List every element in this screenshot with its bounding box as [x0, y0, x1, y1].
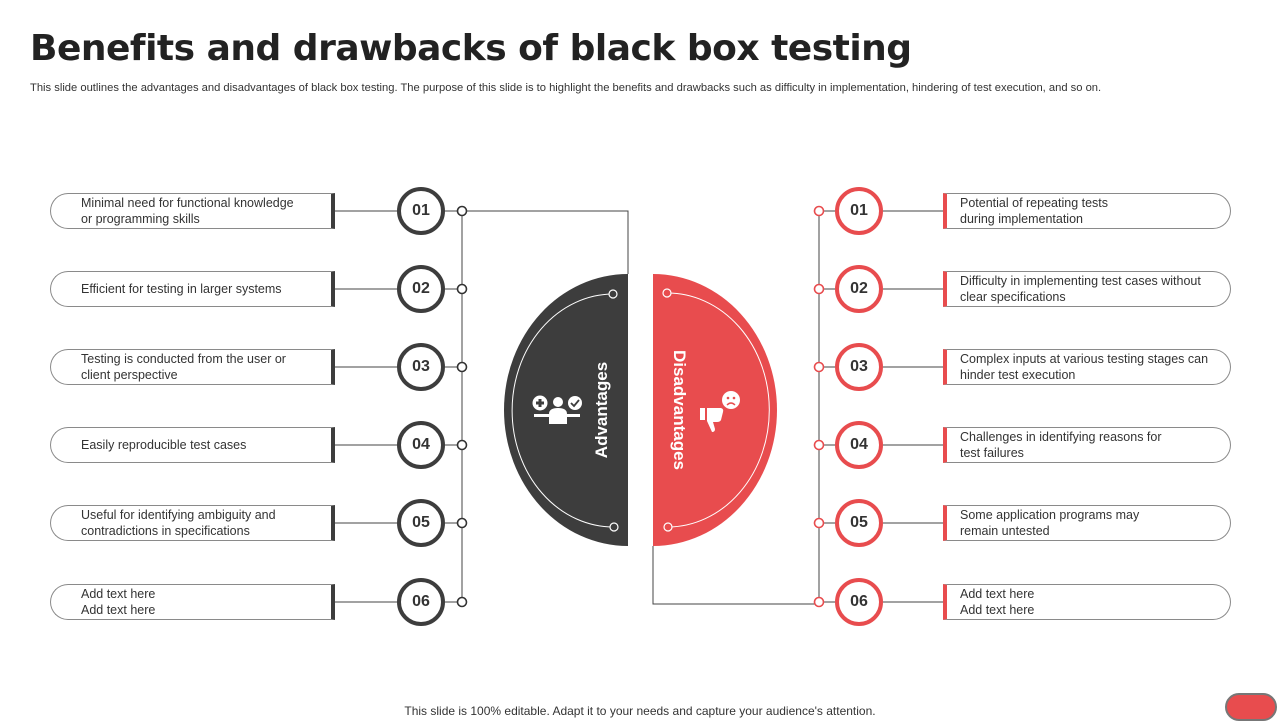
- disadvantages-connector-dot: [813, 205, 825, 217]
- advantages-item-text-line: Easily reproducible test cases: [81, 438, 247, 452]
- advantages-item-05-box: Useful for identifying ambiguity and cont…: [50, 505, 335, 541]
- advantages-item-number: 05: [397, 499, 445, 547]
- disadvantages-item-text-line: Add text here: [960, 603, 1035, 617]
- disadvantages-item-text-line: Potential of repeating tests: [960, 196, 1109, 210]
- disadvantages-item-number: 03: [835, 343, 883, 391]
- advantages-connector-dot: [456, 517, 468, 529]
- disadvantages-connector-dot: [813, 283, 825, 295]
- disadvantages-arc-dot-bottom: [663, 522, 673, 532]
- advantages-item-number: 02: [397, 265, 445, 313]
- advantages-connector-dot: [456, 439, 468, 451]
- advantages-item-text-line: or programming skills: [81, 212, 200, 226]
- advantages-item-text-line: Add text here: [81, 587, 156, 601]
- disadvantages-item-number: 02: [835, 265, 883, 313]
- advantages-item-text-line: Efficient for testing in larger systems: [81, 282, 282, 296]
- disadvantages-label: Disadvantages: [670, 350, 689, 470]
- disadvantages-inner-arc: [666, 292, 770, 528]
- disadvantages-item-number: 06: [835, 578, 883, 626]
- advantages-item-number: 03: [397, 343, 445, 391]
- advantages-item-04-box: Easily reproducible test cases: [50, 427, 335, 463]
- disadvantages-item-text-line: during implementation: [960, 212, 1083, 226]
- disadvantages-item-text-line: hinder test execution: [960, 368, 1076, 382]
- disadvantages-connector-dot: [813, 517, 825, 529]
- disadvantages-item-number: 04: [835, 421, 883, 469]
- advantages-item-text-line: Add text here: [81, 603, 156, 617]
- thumbs-down-sad-face-icon: [700, 391, 740, 432]
- disadvantages-item-text-line: Add text here: [960, 587, 1035, 601]
- disadvantages-item-text-line: test failures: [960, 446, 1024, 460]
- corner-button[interactable]: [1225, 693, 1277, 721]
- footer-note: This slide is 100% editable. Adapt it to…: [404, 704, 876, 718]
- disadvantages-item-04-box: Challenges in identifying reasons for tes…: [943, 427, 1231, 463]
- disadvantages-connector: [652, 546, 819, 605]
- disadvantages-item-number: 01: [835, 187, 883, 235]
- advantages-item-number: 04: [397, 421, 445, 469]
- advantages-label: Advantages: [592, 361, 611, 459]
- advantages-connector-dot: [456, 205, 468, 217]
- disadvantages-item-text-line: remain untested: [960, 524, 1050, 538]
- advantages-item-text-line: contradictions in specifications: [81, 524, 250, 538]
- people-checklist-icon: [532, 395, 582, 424]
- disadvantages-arc-dot-top: [662, 288, 672, 298]
- advantages-connector-dot: [456, 361, 468, 373]
- advantages-inner-arc: [511, 293, 615, 528]
- page-title: Benefits and drawbacks of black box test…: [30, 28, 912, 69]
- page-subtitle: This slide outlines the advantages and d…: [30, 82, 1102, 94]
- advantages-item-number: 01: [397, 187, 445, 235]
- advantages-item-text-line: Useful for identifying ambiguity and: [81, 508, 276, 522]
- disadvantages-item-number: 05: [835, 499, 883, 547]
- disadvantages-item-text-line: clear specifications: [960, 290, 1066, 304]
- advantages-connector-dot: [456, 283, 468, 295]
- disadvantages-connector-dot: [813, 439, 825, 451]
- disadvantages-item-text-line: Some application programs may: [960, 508, 1140, 522]
- advantages-arc-dot-bottom: [609, 522, 619, 532]
- disadvantages-connector-dot: [813, 596, 825, 608]
- disadvantages-item-05-box: Some application programs may remain unte…: [943, 505, 1231, 541]
- disadvantages-connector-dot: [813, 361, 825, 373]
- advantages-connector: [462, 210, 629, 274]
- advantages-item-text-line: Testing is conducted from the user or: [81, 352, 286, 366]
- disadvantages-item-02-box: Difficulty in implementing test cases wi…: [943, 271, 1231, 307]
- advantages-item-01-box: Minimal need for functional knowledge or …: [50, 193, 335, 229]
- disadvantages-item-01-box: Potential of repeating tests during imple…: [943, 193, 1231, 229]
- advantages-item-text-line: Minimal need for functional knowledge: [81, 196, 294, 210]
- disadvantages-item-text-line: Challenges in identifying reasons for: [960, 430, 1162, 444]
- advantages-connector-dot: [456, 596, 468, 608]
- advantages-item-03-box: Testing is conducted from the user or cli…: [50, 349, 335, 385]
- disadvantages-item-text-line: Complex inputs at various testing stages…: [960, 352, 1209, 366]
- disadvantages-item-03-box: Complex inputs at various testing stages…: [943, 349, 1231, 385]
- advantages-item-text-line: client perspective: [81, 368, 178, 382]
- disadvantages-item-text-line: Difficulty in implementing test cases wi…: [960, 274, 1201, 288]
- advantages-arc-dot-top: [608, 289, 618, 299]
- advantages-item-number: 06: [397, 578, 445, 626]
- advantages-item-02-box: Efficient for testing in larger systems: [50, 271, 335, 307]
- advantages-half-circle: [504, 274, 628, 546]
